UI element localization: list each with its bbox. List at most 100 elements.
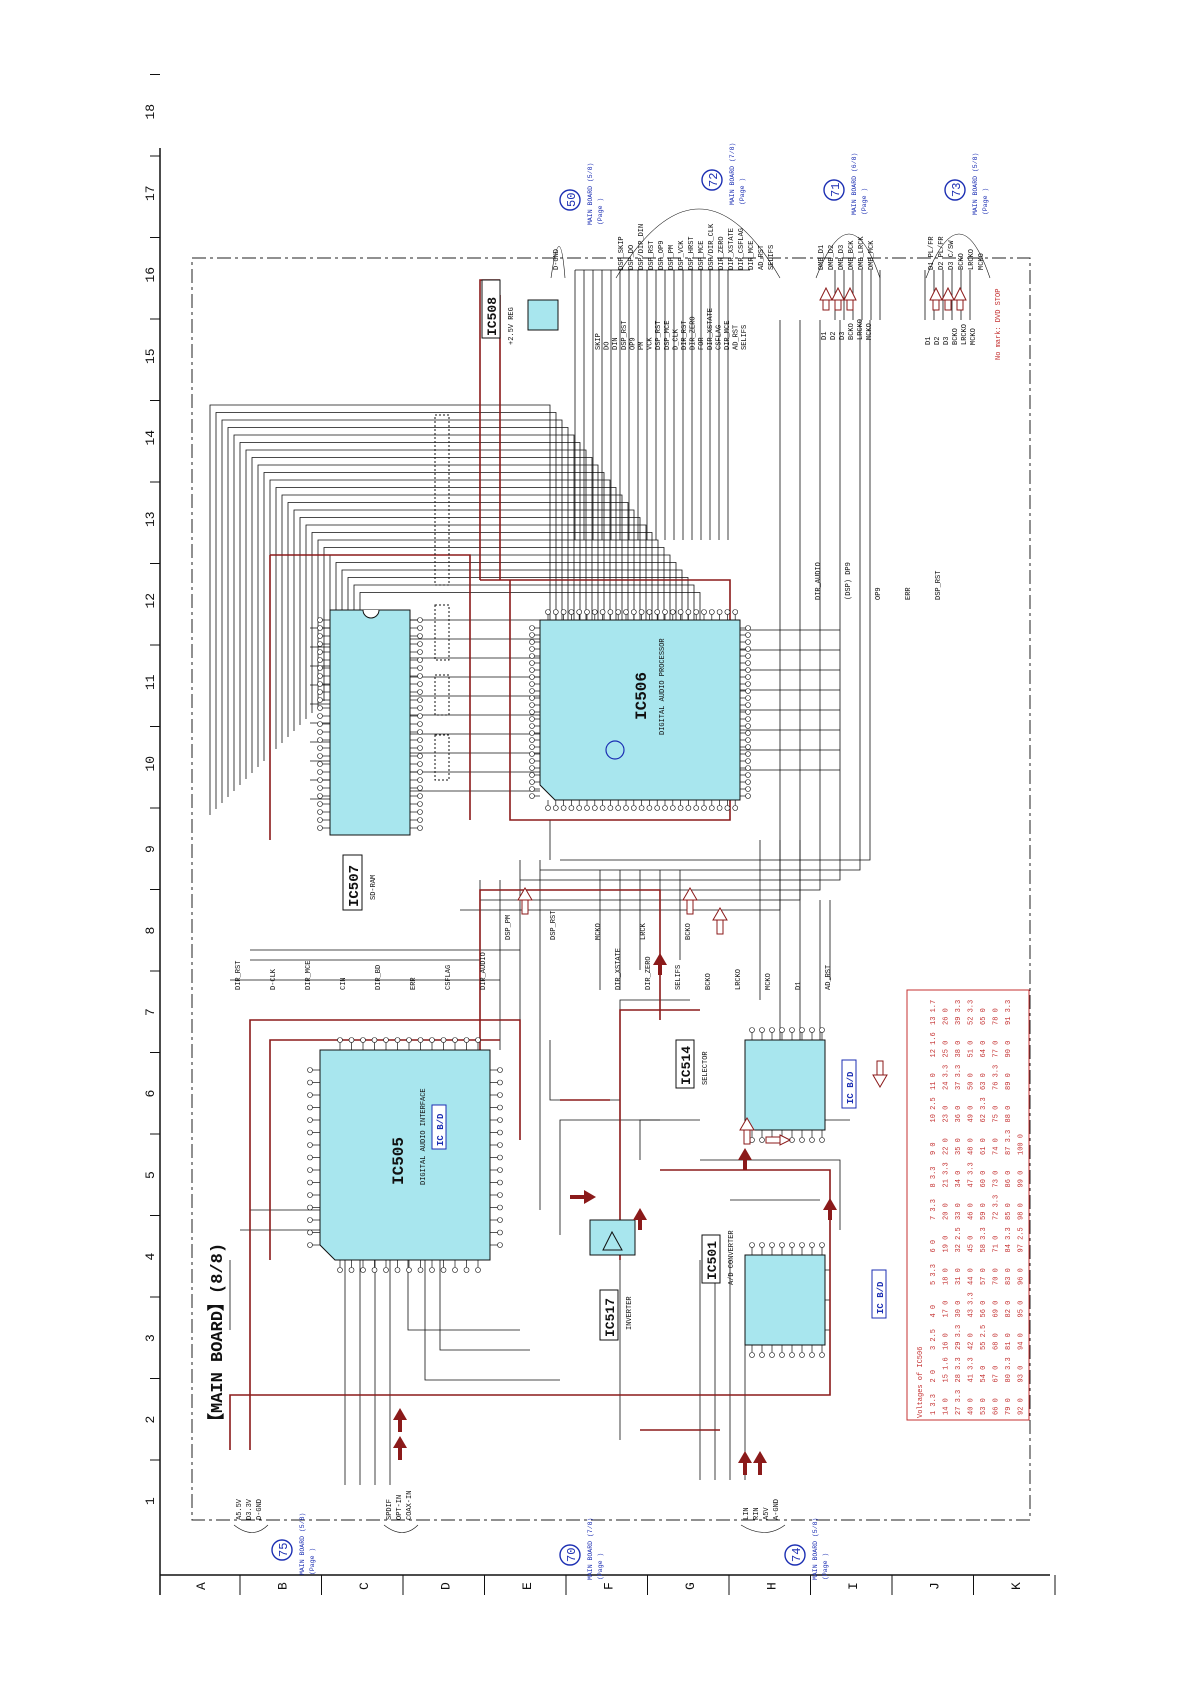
net-label: DO <box>604 342 612 350</box>
ic508-body: IC508 +2.5V REG <box>481 279 559 345</box>
net-label: DIR_XSTATE <box>707 308 715 350</box>
ic514-badge: IC B/D <box>846 1071 856 1104</box>
ic501-badge: IC B/D <box>876 1281 886 1314</box>
voltage-cell: 45 0 <box>968 1236 976 1253</box>
ic508-ref: IC508 <box>485 297 500 336</box>
voltage-cell: 73 0 <box>993 1171 1001 1188</box>
net-label: DSP_RST <box>655 321 663 350</box>
ic514-body: IC514 SELECTOR IC B/D <box>675 1027 857 1143</box>
net-label: BCKO <box>705 973 713 990</box>
voltage-cell: 67 0 <box>993 1366 1001 1383</box>
voltage-cell: 86 0 <box>1005 1171 1013 1188</box>
voltage-cell: 92 0 <box>1018 1398 1026 1415</box>
ic517-desc: INVERTER <box>626 1296 634 1330</box>
net-label: VCK <box>647 337 655 350</box>
connector-74-num: 74 <box>790 1548 804 1562</box>
resistor-arrays <box>434 414 450 781</box>
voltage-cell: 48 0 <box>968 1138 976 1155</box>
ic501-desc: A/D CONVERTER <box>728 1230 736 1285</box>
connector-71-num: 71 <box>829 183 843 197</box>
voltage-cell: 90 0 <box>1005 1041 1013 1058</box>
voltage-cell: 41 3.3 <box>968 1357 976 1382</box>
voltage-cell: 74 0 <box>993 1138 1001 1155</box>
grid-column-16: 16 <box>143 267 158 283</box>
grid-column-12: 12 <box>143 593 158 609</box>
net-label: OP9 <box>875 587 883 600</box>
voltage-cell: 55 2.5 <box>980 1325 988 1350</box>
voltage-cell: 1 3.3 <box>930 1394 938 1415</box>
connector-70-signal: SPDIF <box>386 1499 394 1520</box>
voltage-cell: 59 0 <box>980 1203 988 1220</box>
grid-column-9: 9 <box>143 845 158 853</box>
voltage-cell: 68 0 <box>993 1333 1001 1350</box>
net-label: D2 <box>830 332 838 340</box>
connector-73-signal: D1 PL/FR <box>928 236 936 270</box>
net-label: ERR <box>410 977 418 990</box>
ic514-desc: SELECTOR <box>702 1051 710 1085</box>
net-label: BCKO <box>685 923 693 940</box>
connector-75-signal: A5.5V <box>236 1498 244 1520</box>
voltage-cell: 70 0 <box>993 1268 1001 1285</box>
ic501-body: IC501 A/D CONVERTER IC B/D <box>701 1230 887 1358</box>
net-label: DSP_PM <box>505 915 513 940</box>
voltage-cell: 50 0 <box>968 1073 976 1090</box>
grid-row-F: F <box>602 1582 617 1590</box>
ic514-ref: IC514 <box>679 1046 694 1085</box>
grid-row-C: C <box>357 1582 372 1590</box>
net-label: MCKO <box>866 323 874 340</box>
net-label: SELIFS <box>675 965 683 990</box>
sheet-title: 【MAIN BOARD】(8/8) <box>206 1243 228 1430</box>
connector-72-signal: DSP_RST <box>648 241 656 270</box>
net-label: DSP_RST <box>935 571 943 600</box>
connector-71-signal: DMB_D1 <box>818 245 826 270</box>
voltage-cell: 9 0 <box>930 1142 938 1155</box>
ic505-desc: DIGITAL AUDIO INTERFACE <box>420 1088 428 1185</box>
voltage-cell: 46 0 <box>968 1203 976 1220</box>
net-label: D-CLK <box>270 968 278 990</box>
voltage-cell: 63 0 <box>980 1073 988 1090</box>
net-label: SKIP <box>595 333 603 350</box>
connector-70-circle <box>559 1544 581 1566</box>
voltage-cell: 81 0 <box>1005 1333 1013 1350</box>
net-label: DSP_RST <box>621 321 629 350</box>
connector-72-signal: DSP/DIR_CLK <box>708 223 716 270</box>
connector-70-board: MAIN BOARD (7/8) <box>587 1518 594 1580</box>
grid-column-11: 11 <box>143 674 158 690</box>
net-label: DIR_ZERO <box>690 316 698 350</box>
net-label: DIR_RST <box>235 961 243 990</box>
grid-column-15: 15 <box>143 348 158 364</box>
connector-75-board: MAIN BOARD (5/8) <box>299 1513 306 1575</box>
net-label: D2 <box>934 337 942 345</box>
voltage-cell: 85 0 <box>1005 1203 1013 1220</box>
voltage-cell: 27 3.3 <box>955 1390 963 1415</box>
connector-72-signal: AD_RST <box>758 245 766 270</box>
net-label: DIN <box>612 337 620 350</box>
net-label: DIR_BD <box>375 965 383 990</box>
net-label: DIR_ZERO <box>645 956 653 990</box>
grid-column-13: 13 <box>143 511 158 527</box>
grid-row-B: B <box>276 1582 291 1590</box>
voltage-cell: 35 0 <box>955 1138 963 1155</box>
net-label: AD_RST <box>733 325 741 350</box>
voltage-cell: 21 3.3 <box>943 1162 951 1187</box>
voltage-cell: 65 0 <box>980 1008 988 1025</box>
voltage-cell: 51 0 <box>968 1041 976 1058</box>
net-label: OP9 <box>629 337 637 350</box>
connector-70-signal: OPT-IN <box>396 1495 404 1520</box>
connector-71-page: (Page ) <box>861 188 868 215</box>
grid-row-A: A <box>194 1582 209 1590</box>
connector-74-signal: LIN <box>743 1507 751 1520</box>
voltage-cell: 37 3.3 <box>955 1065 963 1090</box>
net-label: CSFLAG <box>715 325 723 350</box>
voltage-cell: 61 0 <box>980 1138 988 1155</box>
net-label: AD_RST <box>825 965 833 990</box>
ic505-badge: IC B/D <box>436 1113 446 1146</box>
voltage-cell: 98 0 <box>1018 1203 1026 1220</box>
connector-73-board: MAIN BOARD (5/8) <box>972 153 979 215</box>
ic507-body: IC507 SD-RAM <box>317 609 423 911</box>
voltage-cell: 28 3.3 <box>955 1357 963 1382</box>
voltage-cell: 33 0 <box>955 1203 963 1220</box>
connector-72-signal: DSP_HRST <box>688 236 696 270</box>
net-label: LRCKO <box>735 969 743 990</box>
